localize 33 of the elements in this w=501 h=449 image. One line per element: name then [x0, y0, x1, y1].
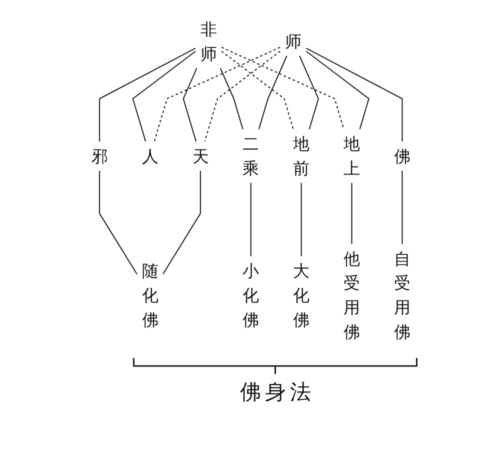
- connector-line: [258, 56, 287, 130]
- node-label: 师: [284, 32, 301, 52]
- node-label: 佛: [394, 146, 410, 166]
- node-label: 随化佛: [141, 261, 158, 330]
- node-label: 地上: [343, 134, 360, 178]
- connector-line: [98, 48, 196, 142]
- connector-line: [182, 68, 197, 142]
- connector-line: [306, 50, 370, 130]
- connector-line: [132, 50, 196, 142]
- dashed-connector-line: [153, 46, 280, 142]
- connector-line: [220, 68, 243, 130]
- node-label: 大化佛: [292, 261, 310, 330]
- connector-line: [401, 170, 402, 244]
- group-label: 佛身法: [240, 380, 316, 406]
- connector-line: [298, 56, 319, 130]
- connector-line: [162, 170, 201, 274]
- dashed-connector-line: [220, 46, 344, 130]
- dashed-connector-line: [204, 50, 280, 142]
- node-label: 邪: [91, 146, 108, 166]
- node-label: 非师: [200, 19, 216, 64]
- node-label: 自受用佛: [394, 248, 410, 342]
- node-label: 地前: [292, 134, 310, 178]
- node-label: 天: [192, 146, 208, 166]
- node-label: 他受用佛: [343, 248, 360, 342]
- dashed-connector-line: [220, 50, 294, 130]
- connector-line: [98, 170, 138, 274]
- connector-line: [350, 182, 352, 244]
- node-label: 小化佛: [242, 261, 259, 330]
- connector-line: [306, 48, 402, 142]
- node-label: 人: [141, 146, 158, 166]
- connector-line: [250, 182, 252, 256]
- connector-line: [300, 182, 302, 256]
- node-label: 二乘: [242, 134, 259, 178]
